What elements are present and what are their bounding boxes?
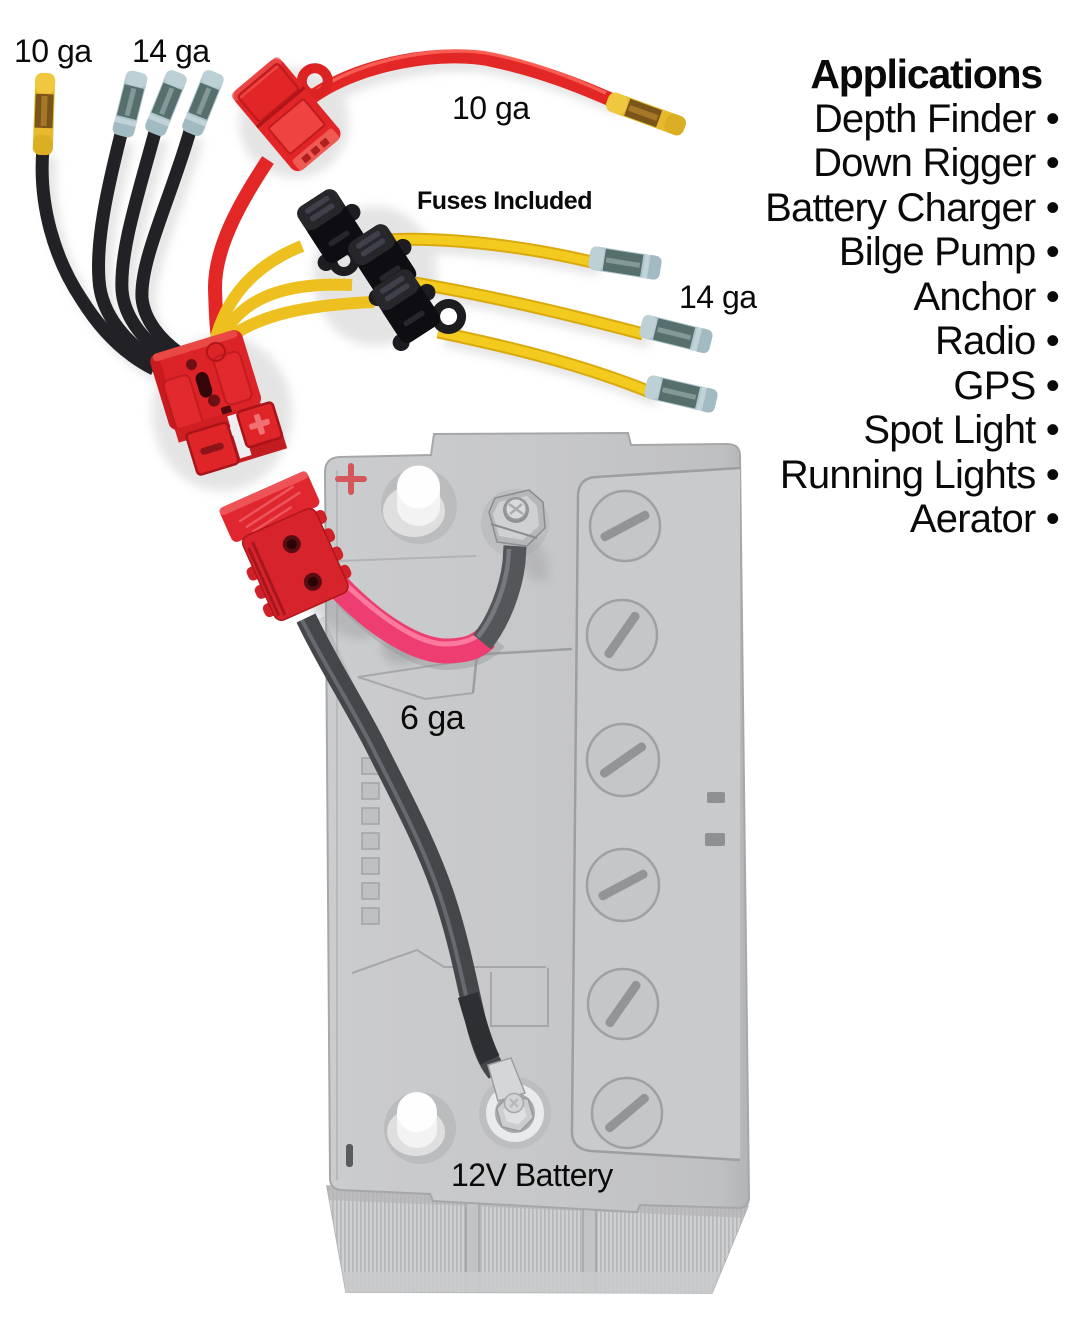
svg-text:Running Lights •: Running Lights • (780, 453, 1059, 497)
svg-text:GPS •: GPS • (953, 364, 1059, 408)
svg-text:Depth Finder •: Depth Finder • (814, 97, 1059, 141)
svg-text:14 ga: 14 ga (679, 279, 757, 315)
svg-text:10 ga: 10 ga (14, 33, 92, 69)
svg-text:Fuses Included: Fuses Included (417, 187, 592, 215)
svg-text:10 ga: 10 ga (452, 90, 530, 126)
svg-text:Anchor •: Anchor • (914, 275, 1059, 319)
svg-text:Down Rigger •: Down Rigger • (813, 141, 1059, 185)
svg-text:Applications: Applications (810, 51, 1042, 97)
svg-text:12V Battery: 12V Battery (451, 1157, 613, 1193)
svg-text:6 ga: 6 ga (400, 699, 465, 737)
svg-text:Bilge Pump •: Bilge Pump • (839, 230, 1059, 274)
svg-text:Battery Charger •: Battery Charger • (765, 186, 1059, 230)
svg-text:Spot Light •: Spot Light • (863, 408, 1059, 452)
svg-text:14 ga: 14 ga (132, 33, 210, 69)
svg-text:Radio •: Radio • (935, 319, 1059, 363)
svg-text:Aerator •: Aerator • (910, 497, 1059, 541)
